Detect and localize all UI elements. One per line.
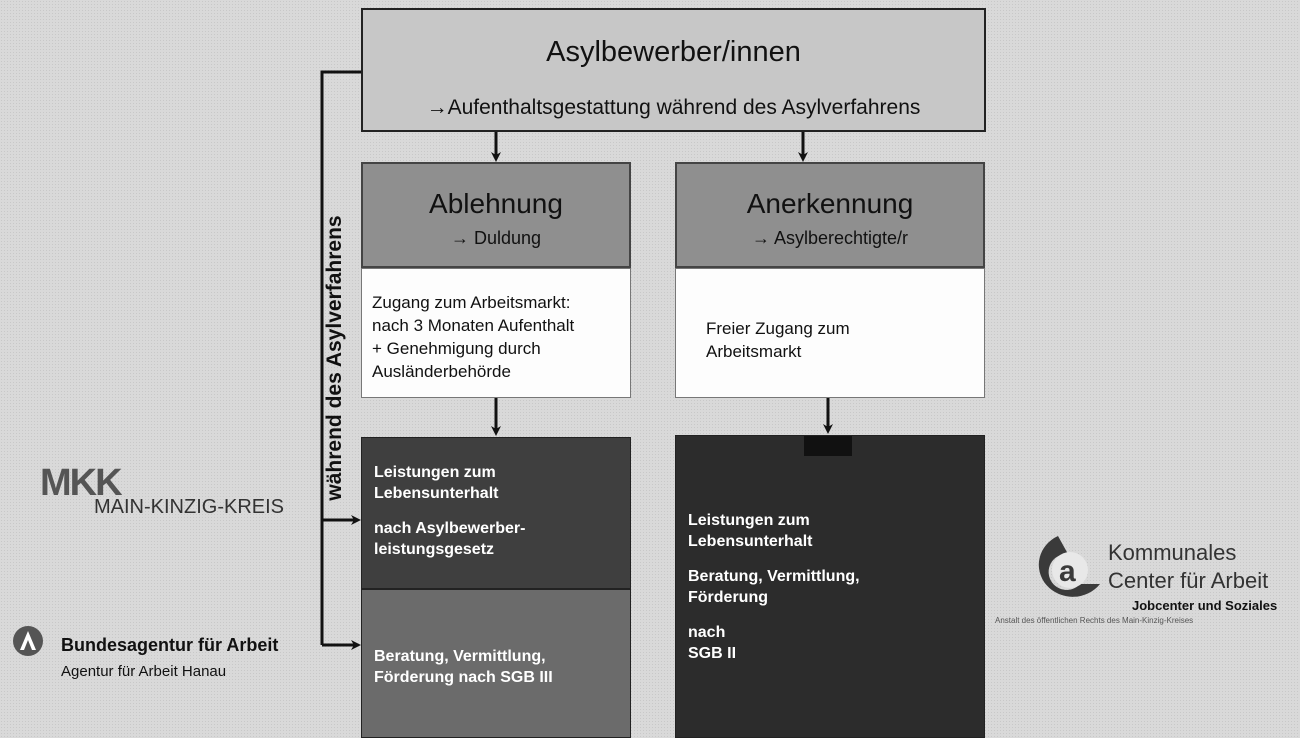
text-line: nach: [688, 624, 726, 641]
anerkennung-labor-access-box: Freier Zugang zum Arbeitsmarkt: [675, 268, 985, 398]
ablehnung-benefits-box: Leistungen zum Lebensunterhalt nach Asyl…: [361, 437, 631, 589]
anerkennung-title: Anerkennung: [746, 188, 914, 219]
ablehnung-title: Ablehnung: [429, 188, 563, 219]
ablehnung-subtitle: → Duldung: [450, 228, 542, 248]
kca-line3: Jobcenter und Soziales: [1132, 598, 1278, 613]
text-line: + Genehmigung durch: [372, 339, 541, 358]
ablehnung-box: Ablehnung → Duldung: [361, 162, 631, 268]
text-line: Freier Zugang zum: [706, 319, 850, 338]
text-line: Lebensunterhalt: [374, 485, 499, 502]
text-line: Beratung, Vermittlung,: [374, 648, 546, 665]
ablehnung-labor-access-box: Zugang zum Arbeitsmarkt: nach 3 Monaten …: [361, 268, 631, 398]
text-line: Förderung nach SGB III: [374, 669, 553, 686]
text-line: SGB II: [688, 645, 737, 662]
top-box-title: Asylbewerber/innen: [546, 36, 801, 68]
ablehnung-counseling-text: Beratung, Vermittlung, Förderung nach SG…: [374, 646, 553, 688]
bundesagentur-subtitle: Agentur für Arbeit Hanau: [61, 663, 227, 680]
small-dark-marker: [804, 436, 852, 456]
text-line: Leistungen zum: [374, 464, 496, 481]
text-line: Leistungen zum: [688, 512, 810, 529]
text-line: nach 3 Monaten Aufenthalt: [372, 316, 575, 335]
bracket-line: [320, 70, 361, 645]
text-line: leistungsgesetz: [374, 541, 495, 558]
anerkennung-subtitle: → Asylberechtigte/r: [751, 228, 909, 248]
ablehnung-counseling-box: Beratung, Vermittlung, Förderung nach SG…: [361, 589, 631, 738]
text-line: nach Asylbewerber-: [374, 520, 526, 537]
bundesagentur-name: Bundesagentur für Arbeit: [61, 635, 279, 655]
ablehnung-benefits-text: Leistungen zum Lebensunterhalt nach Asyl…: [374, 462, 525, 560]
bundesagentur-icon: [13, 626, 43, 656]
ablehnung-labor-access-text: Zugang zum Arbeitsmarkt: nach 3 Monaten …: [372, 291, 574, 383]
text-line: Förderung: [688, 589, 768, 606]
kca-line2: Center für Arbeit: [1108, 568, 1269, 593]
text-line: Zugang zum Arbeitsmarkt:: [372, 293, 571, 312]
mkk-logo-letters: MKK: [40, 462, 123, 504]
text-line: Ausländerbehörde: [372, 362, 511, 381]
text-line: Lebensunterhalt: [688, 533, 813, 550]
mkk-logo-name: MAIN-KINZIG-KREIS: [94, 496, 285, 518]
anerkennung-benefits-text: Leistungen zum Lebensunterhalt Beratung,…: [688, 510, 860, 664]
text-line: Beratung, Vermittlung,: [688, 568, 860, 585]
top-box-subtitle: →Aufenthaltsgestattung während des Asylv…: [426, 96, 921, 119]
kca-line1: Kommunales: [1108, 540, 1237, 565]
anerkennung-labor-access-text: Freier Zugang zum Arbeitsmarkt: [706, 317, 850, 363]
anerkennung-box: Anerkennung → Asylberechtigte/r: [675, 162, 985, 268]
text-line: Arbeitsmarkt: [706, 342, 802, 361]
kca-line4: Anstalt des öffentlichen Rechts des Main…: [995, 616, 1194, 625]
mkk-logo: MKK MAIN-KINZIG-KREIS: [40, 462, 284, 518]
anerkennung-benefits-box: Leistungen zum Lebensunterhalt Beratung,…: [675, 435, 985, 738]
svg-text:a: a: [1059, 555, 1076, 588]
top-box-asylbewerber: Asylbewerber/innen →Aufenthaltsgestattun…: [361, 8, 986, 132]
kca-icon: a: [1038, 536, 1100, 597]
